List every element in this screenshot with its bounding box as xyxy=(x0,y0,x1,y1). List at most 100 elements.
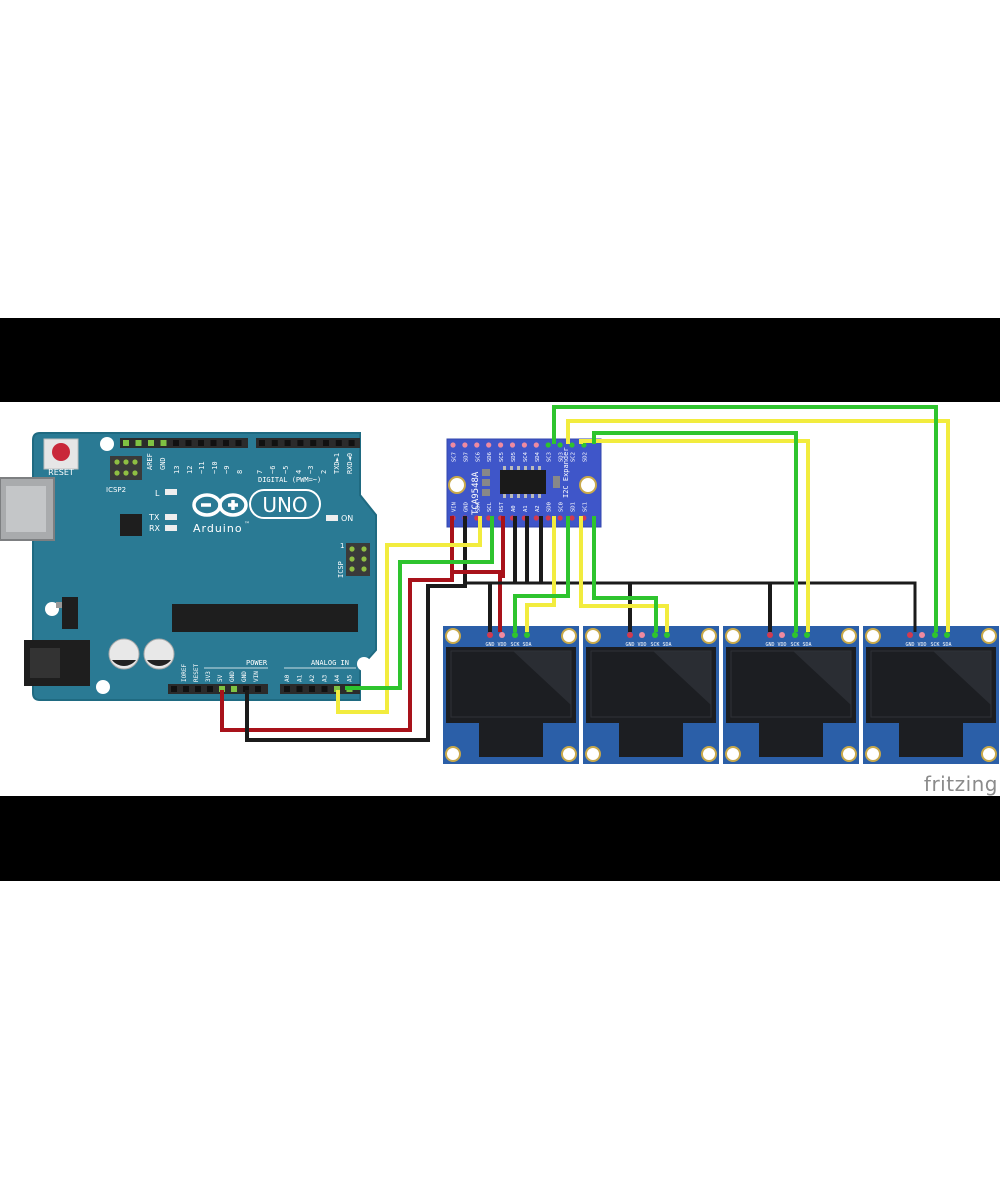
digital-pin-label: 2 xyxy=(320,470,328,474)
mounting-hole xyxy=(841,746,857,762)
header-pin xyxy=(198,440,204,446)
led-on xyxy=(326,515,338,521)
mounting-hole xyxy=(981,746,997,762)
digital-pin-label: TXD►1 xyxy=(333,453,341,474)
header-pin xyxy=(296,686,303,692)
led-tx-label: TX xyxy=(148,513,160,522)
expander-bottom-pin xyxy=(545,515,551,521)
header-pin xyxy=(297,440,304,446)
expander-top-pin-label: SC3 xyxy=(547,452,553,462)
header-pin xyxy=(183,686,189,692)
led-rx xyxy=(165,525,177,531)
mounting-hole xyxy=(561,628,577,644)
header-pin xyxy=(335,440,342,446)
expander-title: I2C Expander xyxy=(562,447,570,498)
wire-sd1 xyxy=(579,516,669,632)
led-tx xyxy=(165,514,177,520)
led-on-label: ON xyxy=(341,514,353,523)
oled-ribbon xyxy=(479,723,543,757)
mounting-hole xyxy=(585,628,601,644)
analog-pin-label: A0 xyxy=(284,674,291,682)
mounting-hole xyxy=(448,476,466,494)
top-letterbox xyxy=(0,318,1000,402)
mounting-hole xyxy=(100,437,114,451)
header-pin xyxy=(309,686,315,692)
oled-pin xyxy=(524,632,530,638)
analog-pin-label: A2 xyxy=(309,674,316,682)
reset-button-cap[interactable] xyxy=(52,443,70,461)
header-pin xyxy=(284,686,290,692)
digital-pin-label: 12 xyxy=(186,466,194,474)
mounting-hole xyxy=(725,746,741,762)
digital-pin-label: 8 xyxy=(236,470,244,474)
expander-bottom-pin-label: RST xyxy=(499,501,505,512)
oled-ribbon xyxy=(619,723,683,757)
mounting-hole xyxy=(357,657,371,671)
expander-top-pin xyxy=(498,442,504,448)
wire-sd2 xyxy=(579,439,810,632)
screen-glare xyxy=(793,651,851,705)
screen-glare xyxy=(933,651,991,705)
mounting-hole xyxy=(701,628,717,644)
header-pin xyxy=(271,440,278,446)
expander-top-pin-label: SC4 xyxy=(523,451,529,462)
expander-top-pin xyxy=(474,442,480,448)
mounting-hole xyxy=(865,628,881,644)
oled-pin xyxy=(932,632,938,638)
oled-pin xyxy=(664,632,670,638)
expander-bottom-pin-label: SC1 xyxy=(582,502,588,512)
usb-controller-chip xyxy=(120,514,142,536)
wire-sd0 xyxy=(525,516,556,632)
header-pin xyxy=(160,440,167,446)
bottom-letterbox xyxy=(0,796,1000,881)
expander-top-pin xyxy=(521,442,528,448)
mounting-hole xyxy=(45,602,59,616)
analog-header xyxy=(280,684,360,694)
oled-pin-label: SDA xyxy=(802,642,811,648)
mounting-hole xyxy=(981,628,997,644)
expander-bottom-pin-label: A0 xyxy=(511,505,517,512)
analog-pin-label: A4 xyxy=(334,674,341,682)
power-pin-label: VIN xyxy=(253,671,260,682)
mounting-hole xyxy=(579,476,597,494)
expander-bottom-pin-label: VIN xyxy=(452,502,458,512)
power-label: POWER xyxy=(246,659,268,667)
led-l-label: L xyxy=(155,489,160,498)
expander-top-pin xyxy=(462,442,468,448)
wire-gnd-bus xyxy=(465,581,917,632)
expander-top-pin xyxy=(545,442,551,448)
analog-pin-label: A5 xyxy=(347,674,354,682)
header-pin xyxy=(310,440,317,446)
screen-glare xyxy=(653,651,711,705)
header-pin xyxy=(255,686,261,692)
reset-label: RESET xyxy=(48,468,74,477)
mounting-hole xyxy=(585,746,601,762)
oled-pin xyxy=(652,632,658,638)
oled-ribbon xyxy=(899,723,963,757)
power-pin-label: GND xyxy=(241,671,248,682)
oled-pin xyxy=(907,632,913,638)
expander-top-pin-label: SC7 xyxy=(452,452,458,462)
model-label: UNO xyxy=(262,493,307,517)
oled-pin-label: SCK xyxy=(790,642,799,648)
header-pin xyxy=(235,440,242,446)
expander-top-pin-label: SC2 xyxy=(571,452,577,462)
wire-sc3 xyxy=(552,405,938,632)
digital-pin-label: ~10 xyxy=(211,461,219,474)
wire-sd3 xyxy=(566,419,950,632)
power-pin-label: RESET xyxy=(193,664,200,682)
header-pin xyxy=(123,440,129,446)
aref-label: AREF xyxy=(146,453,154,470)
expander-top-pin-label: SD3 xyxy=(559,452,565,462)
oled-pin-label: VDD xyxy=(777,642,786,648)
wire-gnd xyxy=(245,516,467,742)
wires xyxy=(220,405,950,742)
wire-sc0 xyxy=(513,516,570,632)
wire-sda xyxy=(336,516,482,714)
icsp2-label: ICSP2 xyxy=(106,486,126,494)
header-pin xyxy=(185,440,192,446)
